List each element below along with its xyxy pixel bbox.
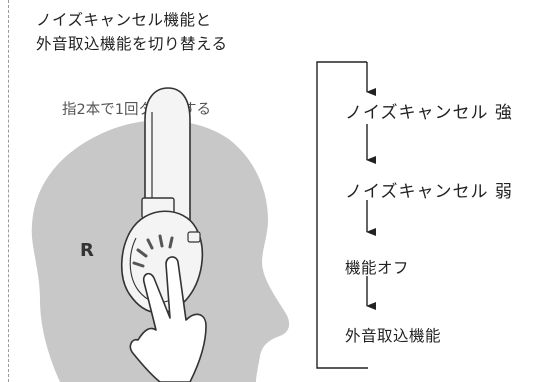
mode-off: 機能オフ: [345, 259, 410, 277]
title-line-1: ノイズキャンセル機能と: [36, 11, 212, 29]
dashed-divider: [8, 0, 9, 382]
side-label-right: R: [80, 240, 94, 261]
mode-nc-weak: ノイズキャンセル 弱: [345, 182, 513, 202]
title-line-2: 外音取込機能を切り替える: [36, 35, 228, 53]
loop-bracket: [316, 61, 368, 369]
tap-indicator: [132, 234, 174, 268]
mode-nc-strong: ノイズキャンセル 強: [345, 103, 513, 123]
section-title: ノイズキャンセル機能と 外音取込機能を切り替える: [36, 8, 228, 56]
hand-two-fingers: [129, 256, 207, 382]
mode-ambient: 外音取込機能: [345, 327, 442, 345]
